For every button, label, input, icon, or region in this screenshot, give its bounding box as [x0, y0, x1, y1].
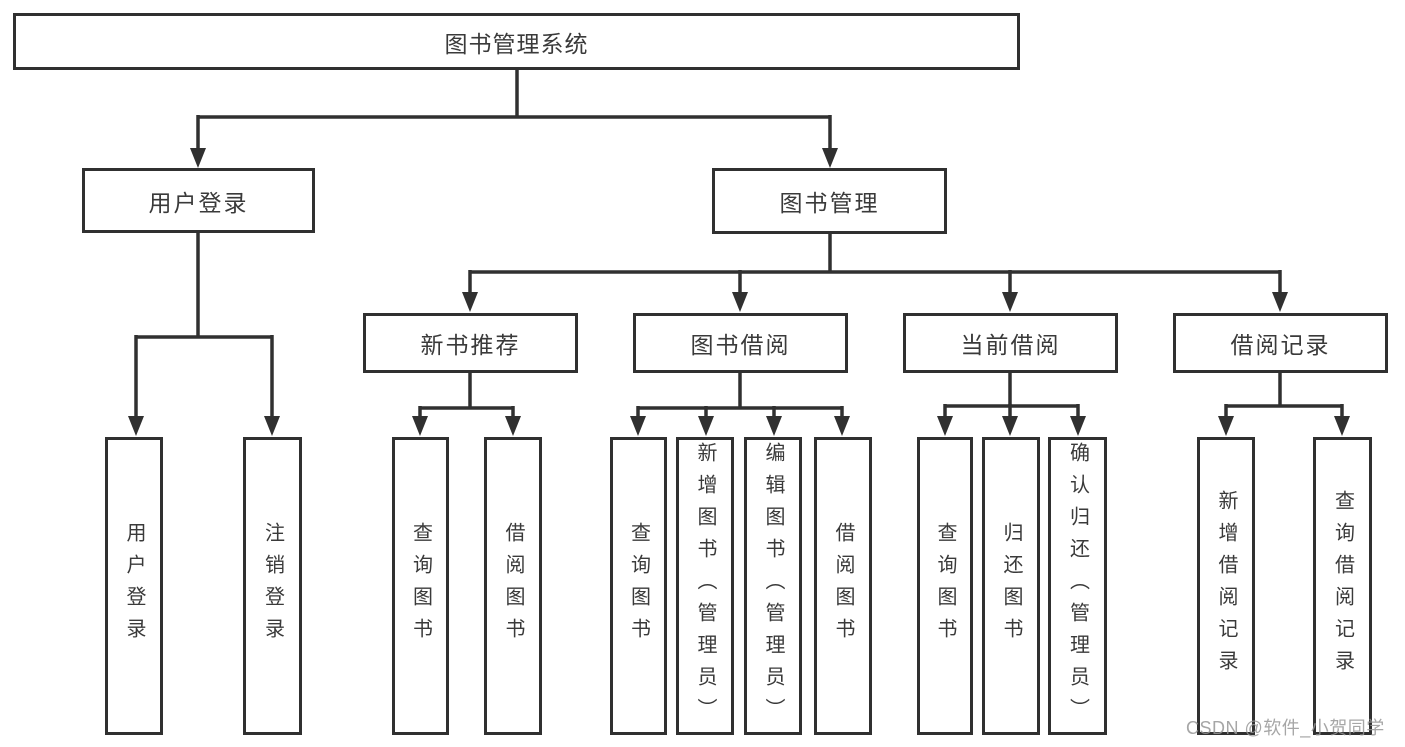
leaf-label: 借阅图书	[832, 522, 854, 650]
watermark: CSDN @软件_小贺同学	[1186, 718, 1385, 738]
leaf-label: 归还图书	[1000, 522, 1022, 650]
leaf-label: 用户登录	[123, 522, 145, 650]
node-leaf-query-book-2: 查询图书	[610, 437, 667, 735]
leaf-label: 注销登录	[261, 522, 284, 650]
node-leaf-return-book: 归还图书	[982, 437, 1040, 735]
node-user-login: 用户登录	[82, 168, 315, 233]
leaf-label: 借阅图书	[502, 522, 524, 650]
node-leaf-user-login: 用户登录	[105, 437, 163, 735]
node-leaf-add-book-admin: 新增图书（管理员）	[676, 437, 734, 735]
leaf-label: 编辑图书（管理员）	[762, 442, 784, 730]
leaf-label: 查询借阅记录	[1331, 490, 1354, 682]
leaf-label: 确认归还（管理员）	[1066, 442, 1089, 730]
leaf-label: 查询图书	[409, 522, 432, 650]
node-current-borrow: 当前借阅	[903, 313, 1118, 373]
node-book-borrow: 图书借阅	[633, 313, 848, 373]
leaf-label: 查询图书	[934, 522, 956, 650]
leaf-label: 新增借阅记录	[1215, 490, 1237, 682]
node-leaf-query-book-1: 查询图书	[392, 437, 449, 735]
node-leaf-borrow-book-1: 借阅图书	[484, 437, 542, 735]
node-leaf-add-borrow-record: 新增借阅记录	[1197, 437, 1255, 735]
node-leaf-confirm-return-admin: 确认归还（管理员）	[1048, 437, 1107, 735]
leaf-label: 查询图书	[627, 522, 650, 650]
node-leaf-query-book-3: 查询图书	[917, 437, 973, 735]
leaf-label: 新增图书（管理员）	[694, 442, 716, 730]
node-leaf-borrow-book-2: 借阅图书	[814, 437, 872, 735]
node-library-system: 图书管理系统	[13, 13, 1020, 70]
node-leaf-logout: 注销登录	[243, 437, 302, 735]
node-leaf-edit-book-admin: 编辑图书（管理员）	[744, 437, 802, 735]
node-book-management: 图书管理	[712, 168, 947, 234]
node-borrow-record: 借阅记录	[1173, 313, 1388, 373]
node-leaf-query-borrow-record: 查询借阅记录	[1313, 437, 1372, 735]
node-new-book-recommend: 新书推荐	[363, 313, 578, 373]
